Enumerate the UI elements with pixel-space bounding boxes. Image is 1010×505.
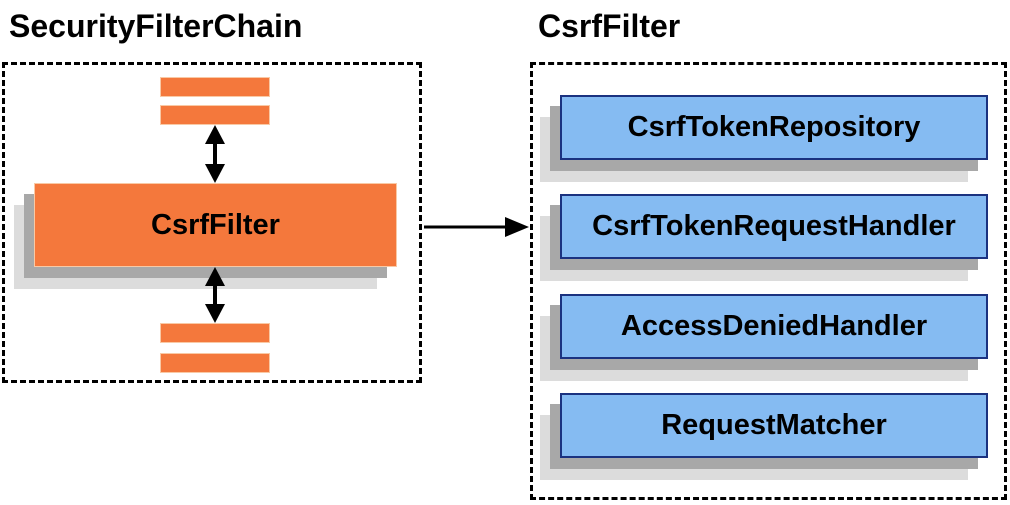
security-filter-chain-container — [2, 62, 422, 383]
component-label: CsrfTokenRepository — [627, 111, 921, 143]
double-arrow-icon — [205, 125, 225, 183]
filter-chain-bar — [160, 77, 270, 97]
csrf-filter-node: CsrfFilter — [34, 183, 397, 267]
arrow-right-icon — [424, 217, 529, 237]
component-csrf-token-request-handler: CsrfTokenRequestHandler — [560, 194, 988, 259]
component-label: CsrfTokenRequestHandler — [592, 210, 956, 242]
filter-chain-bar — [160, 353, 270, 373]
double-arrow-icon — [205, 267, 225, 323]
filter-chain-bar — [160, 105, 270, 125]
filter-chain-bar — [160, 323, 270, 343]
csrf-filter-title: CsrfFilter — [538, 8, 681, 44]
csrf-filter-node-label: CsrfFilter — [151, 208, 280, 241]
component-csrf-token-repository: CsrfTokenRepository — [560, 95, 988, 160]
component-label: RequestMatcher — [661, 409, 887, 441]
component-access-denied-handler: AccessDeniedHandler — [560, 294, 988, 359]
component-label: AccessDeniedHandler — [620, 310, 928, 342]
security-filter-chain-title: SecurityFilterChain — [9, 8, 303, 44]
component-request-matcher: RequestMatcher — [560, 393, 988, 458]
csrf-filter-components-container — [530, 62, 1007, 500]
